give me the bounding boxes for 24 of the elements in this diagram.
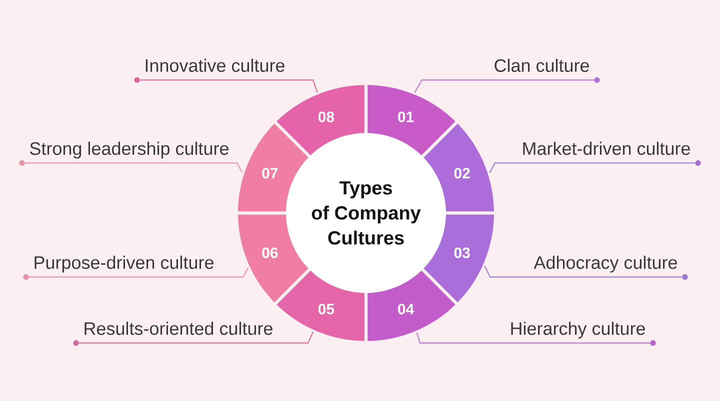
leader-line — [28, 268, 249, 278]
leader-line — [484, 266, 682, 278]
segment-number: 07 — [262, 168, 278, 178]
segment-number: 06 — [262, 247, 278, 258]
label: Adhocracy culture — [534, 256, 677, 273]
segment-number: 01 — [398, 112, 414, 122]
segment-number: 04 — [398, 304, 414, 314]
segment-number: 05 — [318, 304, 334, 314]
leader-line — [416, 332, 650, 344]
leader-line — [489, 162, 696, 174]
label: Market-driven culture — [523, 142, 690, 155]
leader-line — [140, 79, 318, 93]
label: Clan culture — [494, 58, 589, 72]
leader-line — [414, 79, 594, 93]
leader-line — [24, 162, 243, 174]
segment-number: 03 — [454, 247, 470, 258]
segment-number: 02 — [454, 168, 470, 178]
leader-line — [78, 332, 314, 344]
label: Innovative culture — [146, 58, 284, 72]
label: Strong leadership culture — [30, 142, 228, 159]
label: Purpose-driven culture — [34, 256, 214, 273]
label: Results-oriented culture — [84, 322, 272, 335]
segment-number: 08 — [318, 112, 334, 122]
label: Hierarchy culture — [511, 322, 645, 339]
